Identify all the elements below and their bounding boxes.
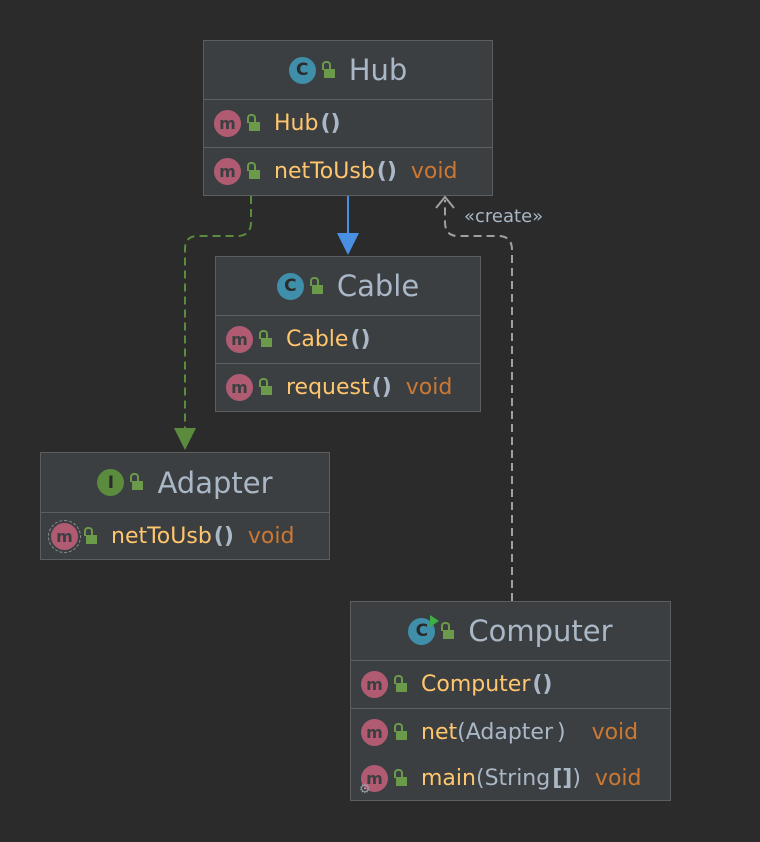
method-param: Adapter (465, 719, 553, 745)
runnable-class-icon: C (408, 614, 440, 645)
method-row[interactable]: m net ( Adapter ) void (351, 709, 670, 755)
class-name: Adapter (157, 465, 273, 500)
method-name: netToUsb (274, 159, 375, 184)
public-lock-icon (84, 526, 97, 544)
method-parens: () (376, 159, 397, 184)
method-parens: () (213, 523, 234, 549)
method-name: Computer (421, 672, 531, 697)
return-type: void (247, 523, 295, 549)
method-name: Cable (286, 327, 349, 352)
class-name: Hub (348, 53, 408, 87)
return-type: void (591, 719, 639, 745)
computer-header: C Computer (351, 602, 670, 661)
public-lock-icon (394, 675, 407, 692)
class-icon: C (276, 272, 304, 300)
adapter-interface-node[interactable]: I Adapter m netToUsb () void (40, 452, 330, 560)
hub-cable-arrowhead (337, 233, 359, 255)
class-icon: C (288, 56, 316, 84)
method-parens: () (371, 375, 392, 400)
interface-icon: I (97, 469, 125, 496)
computer-hub-arrowhead (435, 195, 455, 209)
hub-adapter-arrowhead (174, 428, 196, 450)
run-arrow-icon (430, 614, 440, 627)
hub-adapter-connector (184, 196, 252, 430)
method-name: main (421, 765, 476, 791)
return-type: void (410, 159, 458, 184)
return-type: void (405, 375, 453, 400)
method-icon: m (361, 671, 388, 698)
create-stereotype-label: «create» (464, 206, 544, 227)
paren-close: ) (556, 719, 566, 745)
paren-open: ( (457, 719, 466, 745)
public-lock-icon (247, 114, 260, 131)
method-row[interactable]: m Computer () (351, 661, 670, 709)
public-lock-icon (394, 722, 407, 740)
hub-header: C Hub (204, 41, 492, 100)
method-icon: m (214, 110, 241, 137)
computer-class-node[interactable]: C Computer m Computer () m net ( Adapter… (350, 601, 671, 801)
method-icon: m (226, 326, 253, 353)
method-row[interactable]: m Cable () (216, 316, 480, 364)
method-parens: () (320, 111, 341, 136)
method-row[interactable]: m ⚙ main ( String [] ) void (351, 755, 670, 801)
method-name: net (421, 719, 458, 745)
public-lock-icon (309, 276, 323, 294)
public-lock-icon (441, 621, 455, 639)
computer-hub-connector (444, 200, 513, 601)
paren-close: ) (572, 765, 581, 791)
method-icon: m (214, 158, 241, 185)
cable-header: C Cable (216, 257, 480, 316)
method-icon: m (361, 718, 388, 746)
method-row[interactable]: m request () void (216, 364, 480, 411)
paren-open: ( (475, 765, 485, 791)
method-param: String (484, 765, 551, 791)
return-type: void (594, 765, 642, 791)
public-lock-icon (321, 60, 335, 78)
method-row[interactable]: m Hub () (204, 100, 492, 148)
method-name: Hub (274, 111, 319, 136)
method-row[interactable]: m netToUsb () void (204, 148, 492, 195)
static-gear-icon: ⚙ (359, 782, 371, 797)
public-lock-icon (394, 768, 407, 786)
hub-class-node[interactable]: C Hub m Hub () m netToUsb () void (203, 40, 493, 196)
abstract-method-icon: m (48, 519, 81, 553)
method-parens: () (350, 327, 371, 352)
public-lock-icon (130, 473, 144, 490)
method-row[interactable]: m netToUsb () void (41, 513, 329, 559)
method-parens: () (532, 672, 553, 697)
method-icon: m (361, 764, 388, 792)
adapter-header: I Adapter (41, 453, 329, 513)
array-brackets: [] (552, 765, 573, 791)
class-name: Computer (468, 614, 613, 648)
method-name: request (286, 375, 370, 400)
cable-class-node[interactable]: C Cable m Cable () m request () void (215, 256, 481, 412)
class-name: Cable (336, 269, 420, 303)
public-lock-icon (259, 330, 272, 347)
method-icon: m (226, 374, 253, 401)
public-lock-icon (259, 378, 272, 395)
method-name: netToUsb (111, 523, 212, 549)
public-lock-icon (247, 162, 260, 179)
